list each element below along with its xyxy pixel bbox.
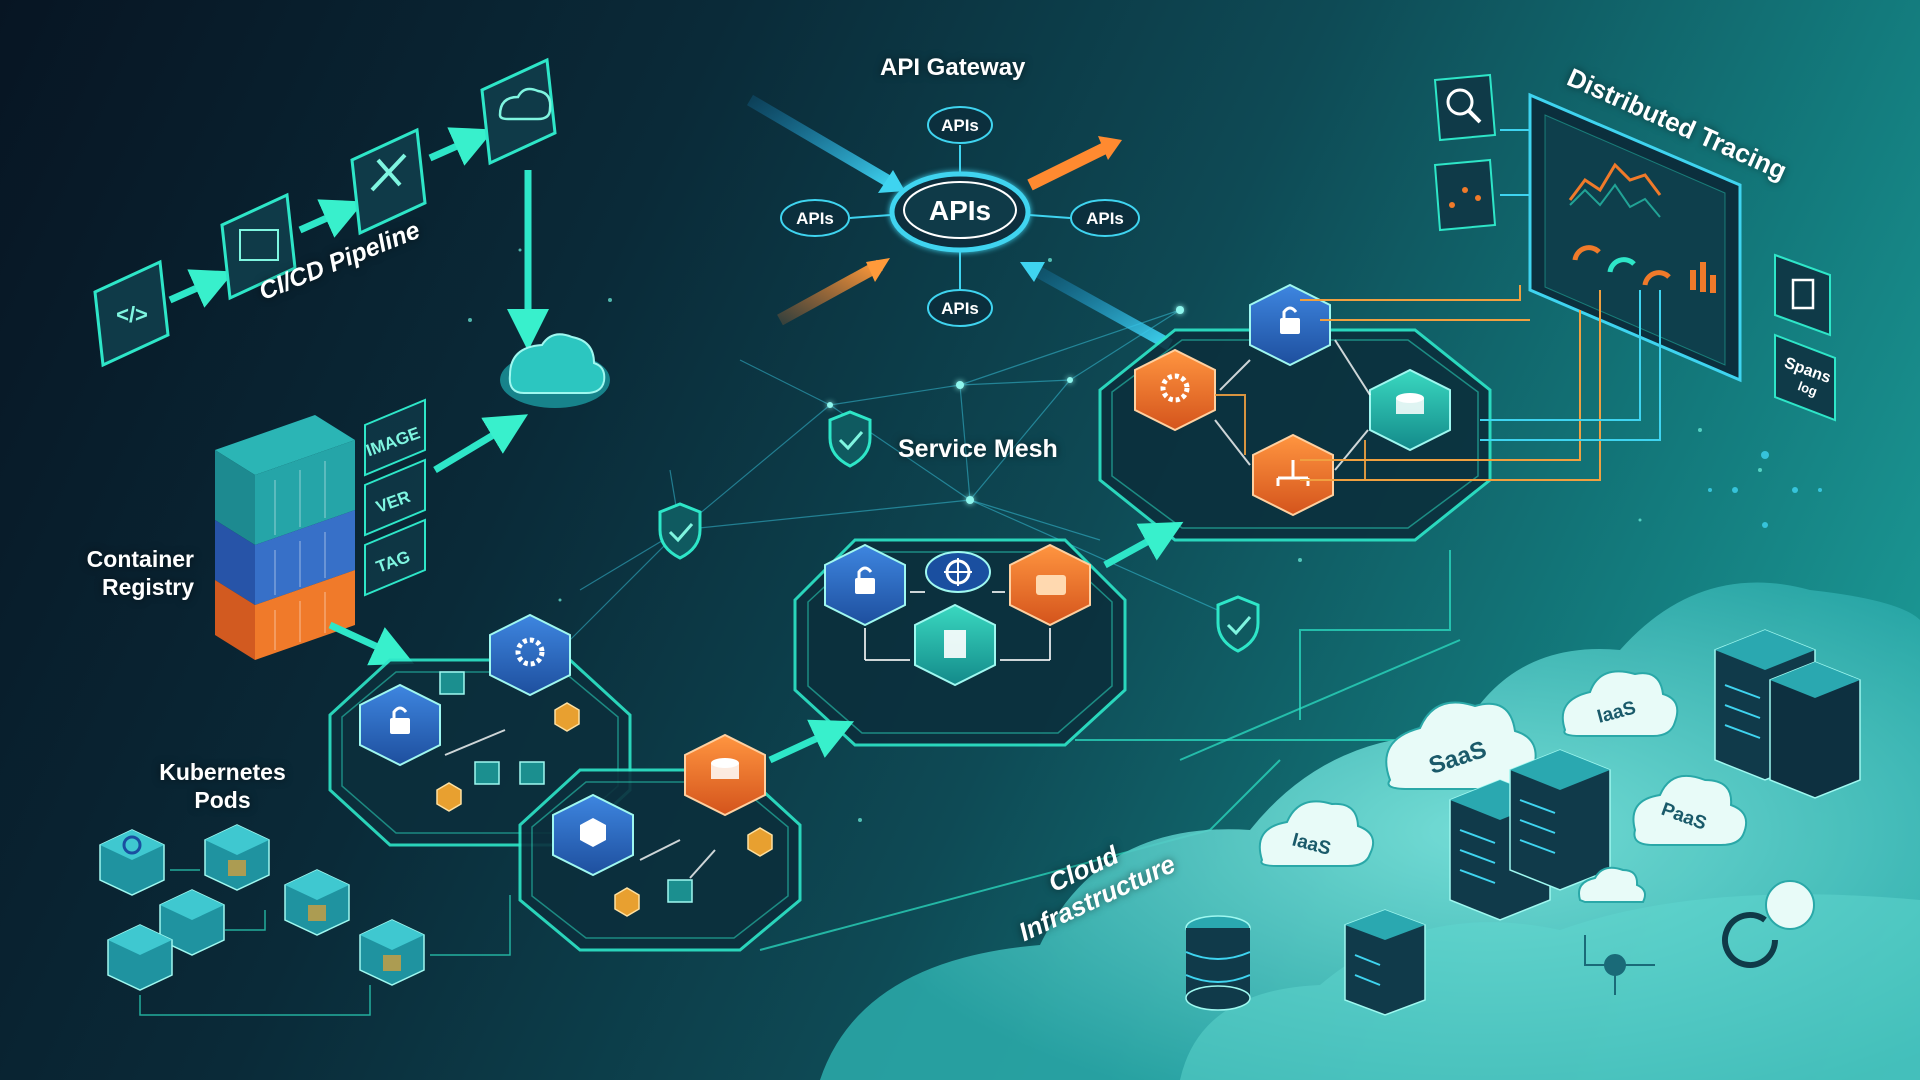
shield-check-icon [828,410,872,468]
shield-check-icon [658,502,702,560]
lock-node [1249,283,1331,367]
document-node [914,603,996,687]
pipeline-step-deploy [480,57,557,166]
pipeline-step-editor [220,192,297,301]
pod [99,829,165,896]
tools-icon [370,153,407,192]
search-icon [1446,88,1474,116]
lock-icon [390,718,410,734]
credit-card-icon [1036,575,1066,595]
lock-icon [1280,318,1300,334]
log-label: log [1796,378,1820,399]
pod-cluster-lower [518,719,855,952]
pipeline-step-build [350,127,427,236]
gear-node [1134,348,1216,432]
iaas-cloud-left: IaaS [1258,800,1374,867]
kubernetes-pods-label-line2: Pods [194,787,251,813]
kubernetes-pods-label-line1: Kubernetes [159,759,286,785]
mesh-cluster-center [793,521,1184,747]
service-mesh-label: Service Mesh [898,435,1058,463]
pod [204,824,270,891]
trace-chart-line [1568,162,1662,201]
cicd-pipeline: </> [93,57,610,408]
saas-cloud: SaaS [1385,701,1537,790]
document-icon [944,630,966,658]
cloud-infrastructure: SaaS IaaS PaaS IaaS [820,582,1920,1080]
gear-node [489,613,571,697]
cube-icon [580,818,606,847]
pod [359,919,425,986]
server-rack-icon [1769,661,1861,799]
build-server [500,333,610,408]
lock-icon [855,578,875,594]
cube-node [552,793,634,877]
kubernetes-pods-label: Kubernetes Pods [145,758,300,814]
pipeline-step-code: </> [93,259,170,368]
database-cylinder [1185,915,1251,1011]
distributed-tracing: Spans log [1300,73,1836,528]
server-rack-icon [1509,749,1611,891]
kubernetes-node [925,551,991,593]
api-satellite-left: APIs [796,209,834,228]
network-nodes [1578,866,1815,995]
server-racks [1344,629,1861,1016]
paas-cloud: PaaS [1632,775,1747,846]
shield-check-icons [658,410,1260,653]
database-node [1369,368,1451,452]
search-panel [1433,73,1497,142]
small-cubes [439,671,545,785]
database-node [684,733,766,817]
container-registry-label-line2: Registry [101,574,194,600]
gear-icon [515,637,545,667]
api-gateway-label: API Gateway [880,54,1026,81]
api-gateway: APIs APIs APIs APIs APIs [746,94,1173,351]
api-satellite-bottom: APIs [941,299,979,318]
api-satellite-right: APIs [1086,209,1124,228]
api-gateway-center: APIs [929,195,991,226]
lock-node [824,543,906,627]
cloud-download-icon [498,87,552,121]
graph-panel [1433,158,1497,232]
container-registry: IMAGE VER TAG [215,398,529,666]
hierarchy-icon [1276,460,1310,486]
lock-node [359,683,441,767]
api-satellite-top: APIs [941,116,979,135]
code-icon: </> [116,302,148,327]
pod [107,924,173,991]
spans-log-panel [1774,333,1836,422]
mesh-cluster-upper [1098,283,1492,542]
card-node [1009,543,1091,627]
document-panel [1774,253,1831,337]
hierarchy-node [1252,433,1334,517]
kubernetes-wheel-icon [122,835,142,855]
node-grid [1708,451,1822,528]
iaas-cloud-right: IaaS [1561,670,1679,737]
code-window-icon [239,229,279,261]
document-icon [1791,278,1815,310]
shield-check-icon [1216,595,1260,653]
container-registry-label-line1: Container [86,546,194,572]
pod [284,869,350,936]
gear-icon [1160,373,1190,403]
kubernetes-pods [99,824,511,1016]
registry-tag-panel [364,398,426,597]
container-registry-label: Container Registry [74,545,194,601]
server-rack-icon [1344,909,1426,1016]
